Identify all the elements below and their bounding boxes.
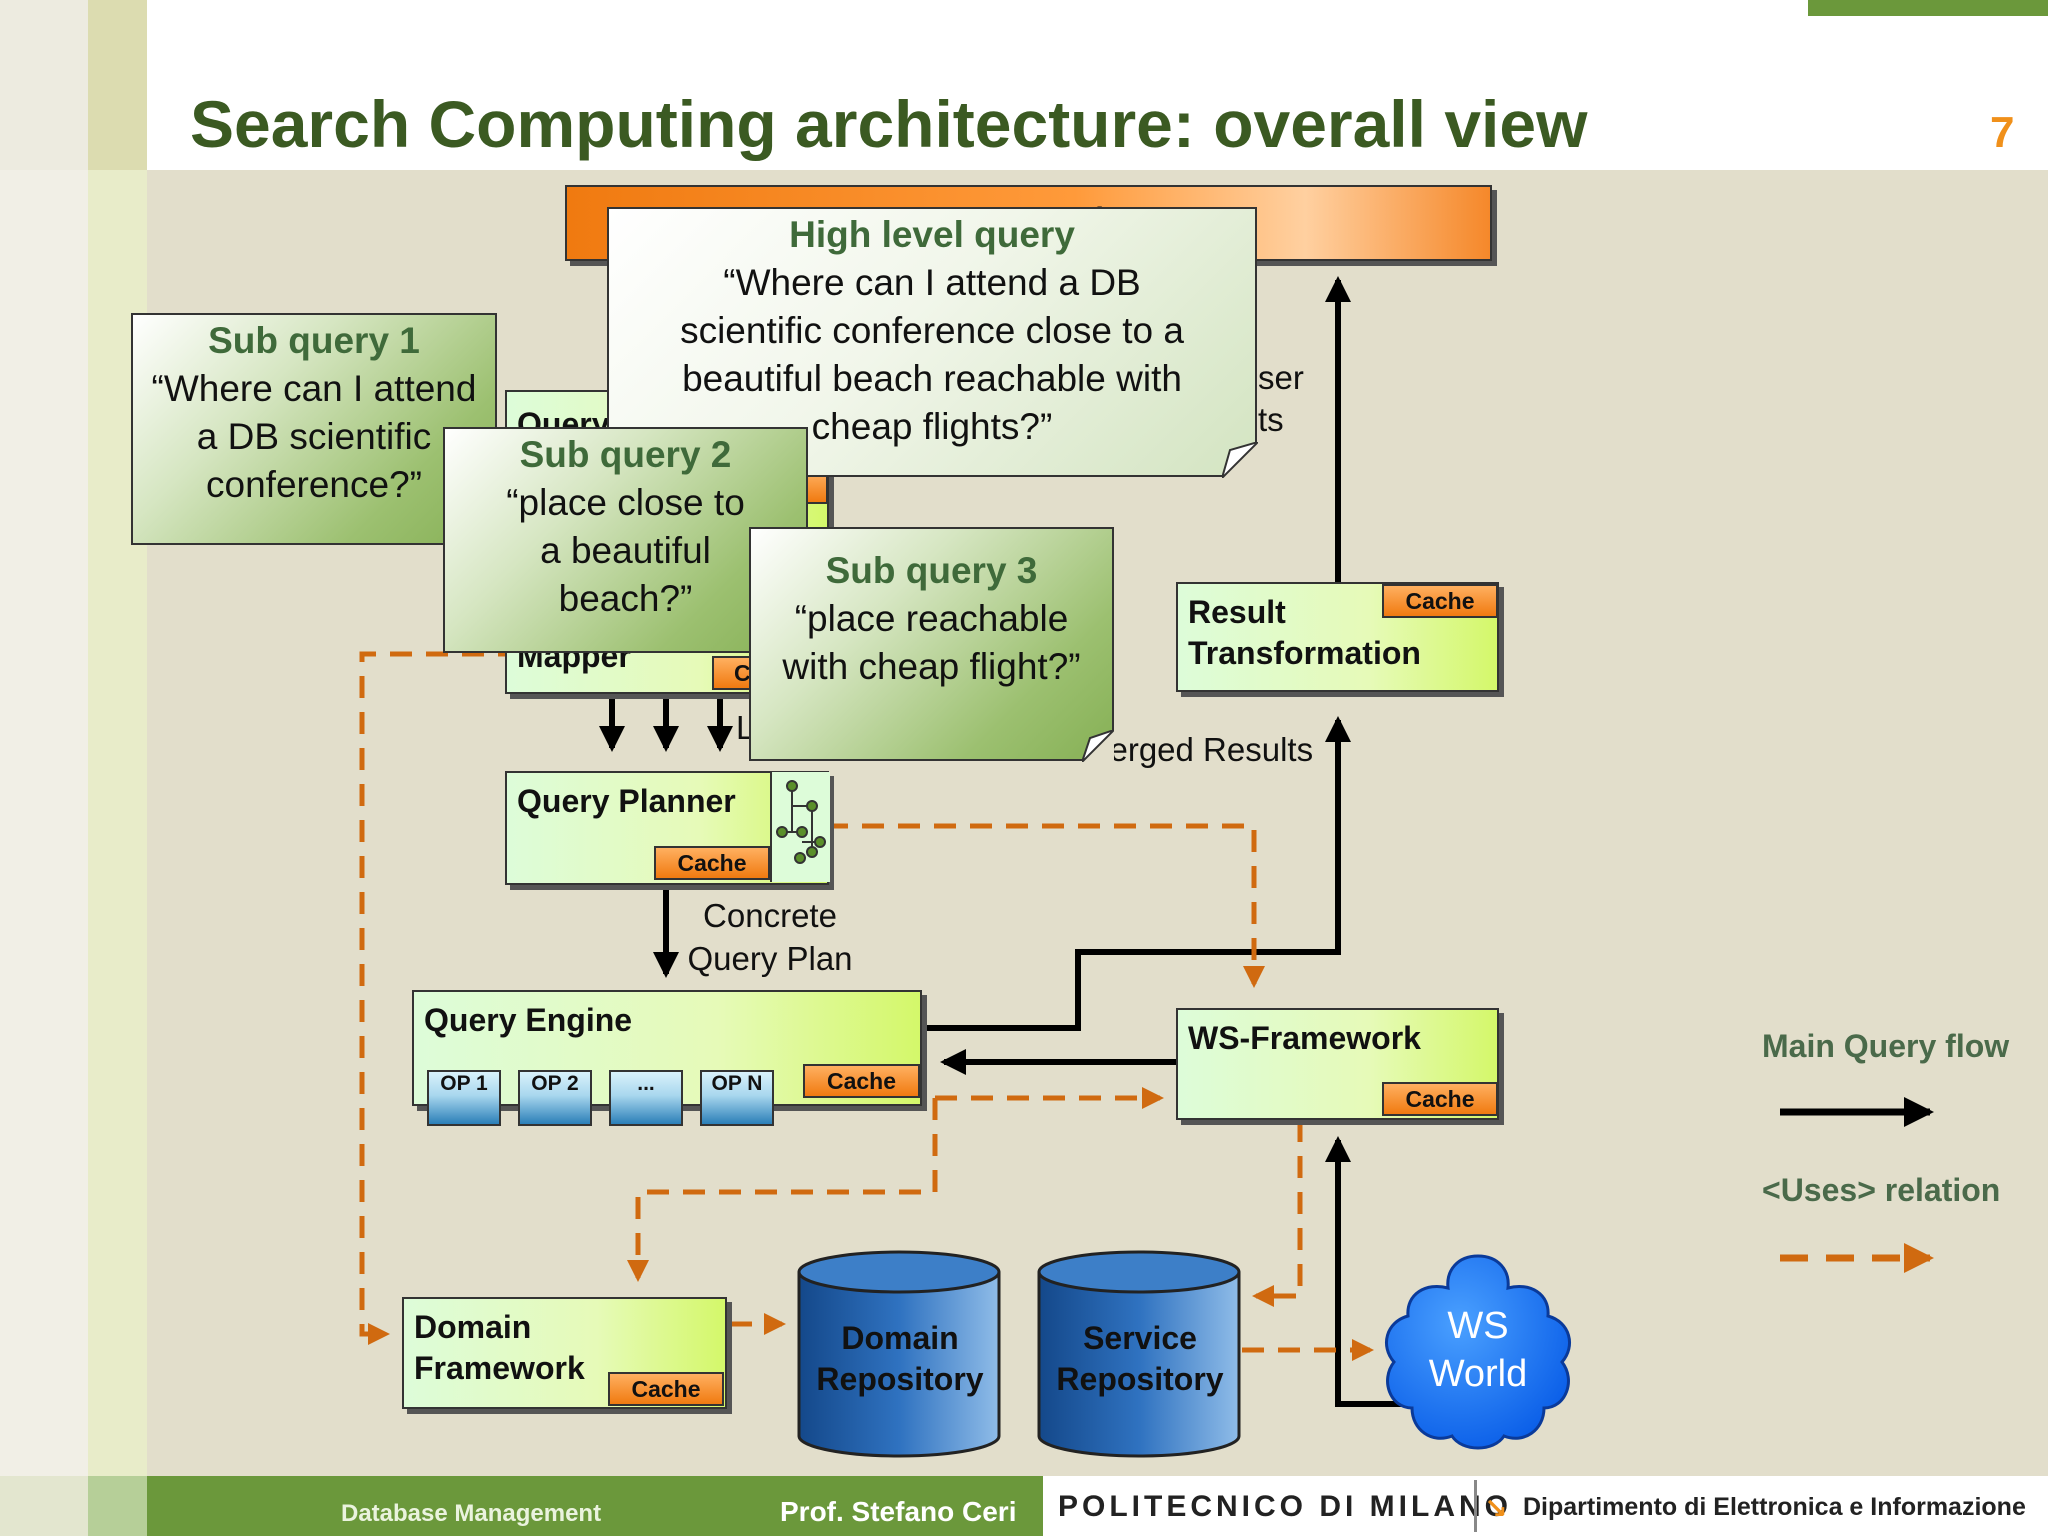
university-name: POLITECNICO DI MILANO <box>1058 1490 1512 1523</box>
sub-query-3-text: “place reachable with cheap flight?” <box>782 598 1081 687</box>
query-engine-cache: Cache <box>803 1064 920 1098</box>
bottom-left-block-2 <box>88 1476 147 1536</box>
department-arrow-icon: ↘ <box>1484 1493 1508 1524</box>
concrete-query-plan-label: Concrete Query Plan <box>687 897 853 977</box>
ws-framework-label: WS-Framework <box>1188 1020 1421 1056</box>
operator-op1: OP 1 <box>427 1070 501 1126</box>
operator-op2: OP 2 <box>518 1070 592 1126</box>
result-transformation-cache: Cache <box>1382 584 1498 618</box>
merged-results-label: Merged Results <box>1082 731 1314 768</box>
domain-framework-label: Domain Framework <box>414 1309 585 1386</box>
left-stripe-lower <box>0 170 88 1476</box>
domain-repository-label: Domain Repository <box>816 1320 984 1397</box>
ws-world-label: WS World <box>1428 1305 1528 1395</box>
bottom-left-block <box>0 1476 88 1536</box>
sub-query-2-text: “place close to a beautiful beach?” <box>506 482 745 619</box>
high-level-query-text: “Where can I attend a DB scientific conf… <box>680 262 1184 447</box>
high-level-query-heading: High level query <box>789 214 1075 255</box>
query-planner-label: Query Planner <box>517 783 736 819</box>
sub-query-3-fold <box>1082 730 1114 762</box>
legend-uses-relation: <Uses> relation <box>1762 1172 2001 1208</box>
high-level-query-callout: High level query “Where can I attend a D… <box>607 207 1257 477</box>
user-results-label-1: ser <box>1258 359 1304 396</box>
query-planner-cache: Cache <box>654 846 770 880</box>
top-right-accent <box>1808 0 2048 16</box>
legend-main-flow: Main Query flow <box>1762 1028 2010 1064</box>
query-engine-label: Query Engine <box>424 1002 633 1038</box>
page-title: Search Computing architecture: overall v… <box>190 87 1588 161</box>
page-number: 7 <box>1990 108 2015 157</box>
footer-logo-area <box>1043 1476 2048 1536</box>
sub-query-2-callout: Sub query 2 “place close to a beautiful … <box>443 427 808 653</box>
footer-divider <box>1474 1480 1477 1532</box>
sub-query-2-heading: Sub query 2 <box>519 434 732 475</box>
footer-author: Prof. Stefano Ceri <box>780 1496 1017 1527</box>
department-name: Dipartimento di Elettronica e Informazio… <box>1523 1493 2026 1521</box>
sub-query-1-text: “Where can I attend a DB scientific conf… <box>151 368 477 505</box>
sub-query-3-heading: Sub query 3 <box>825 550 1038 591</box>
sub-query-3-callout: Sub query 3 “place reachable with cheap … <box>749 527 1114 761</box>
sub-query-1-callout: Sub query 1 “Where can I attend a DB sci… <box>131 313 497 545</box>
footer-course: Database Management <box>341 1500 602 1527</box>
operator-opn: OP N <box>700 1070 774 1126</box>
operator-ellipsis: ... <box>609 1070 683 1126</box>
ws-world-cloud <box>1385 1254 1571 1450</box>
service-repository-cylinder <box>1037 1250 1241 1458</box>
user-results-label-2: ts <box>1258 401 1284 438</box>
high-level-query-fold <box>1222 442 1258 478</box>
service-repository-label: Service Repository <box>1056 1320 1224 1397</box>
domain-repository-cylinder <box>797 1250 1001 1458</box>
result-transformation-label: Result Transformation <box>1188 594 1421 671</box>
ws-framework-cache: Cache <box>1382 1082 1498 1116</box>
domain-framework-cache: Cache <box>608 1372 724 1406</box>
tree-icon <box>770 772 830 882</box>
sub-query-1-heading: Sub query 1 <box>208 320 420 361</box>
